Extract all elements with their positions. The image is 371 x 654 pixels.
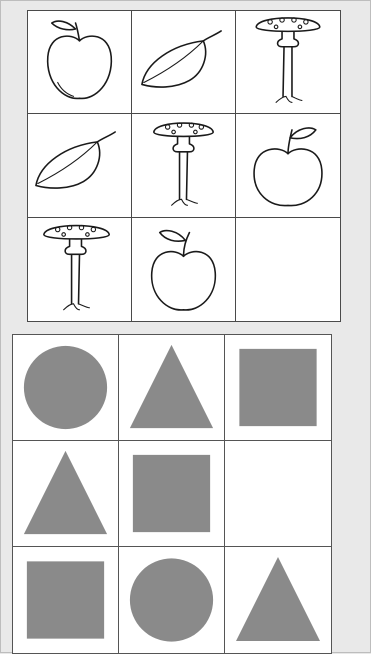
circle-icon — [13, 335, 118, 440]
square-icon — [13, 547, 118, 653]
apple-icon — [132, 218, 235, 321]
square-icon — [119, 441, 224, 546]
shape-pattern-grid — [12, 334, 332, 654]
grid-cell-mushroom — [132, 114, 236, 217]
grid-cell-empty — [225, 441, 331, 547]
grid-cell-leaf — [28, 114, 132, 217]
grid-cell-apple — [236, 114, 340, 217]
grid-cell-mushroom — [28, 218, 132, 321]
apple-icon — [236, 114, 340, 216]
grid-cell-circle — [13, 335, 119, 441]
grid-cell-triangle — [13, 441, 119, 547]
grid-cell-square — [225, 335, 331, 441]
grid-cell-apple — [132, 218, 236, 321]
leaf-icon — [28, 114, 131, 216]
grid-cell-empty — [236, 218, 340, 321]
grid-cell-square — [119, 441, 225, 547]
square-icon — [225, 335, 331, 440]
mushroom-icon — [132, 114, 235, 216]
grid-cell-leaf — [132, 11, 236, 114]
mushroom-icon — [28, 218, 131, 321]
leaf-icon — [132, 11, 235, 113]
picture-pattern-grid — [27, 10, 341, 322]
grid-cell-triangle — [225, 547, 331, 653]
circle-icon — [119, 547, 224, 653]
apple-icon — [28, 11, 131, 113]
grid-cell-circle — [119, 547, 225, 653]
grid-cell-square — [13, 547, 119, 653]
grid-cell-triangle — [119, 335, 225, 441]
triangle-icon — [225, 547, 331, 653]
triangle-icon — [13, 441, 118, 546]
grid-cell-apple — [28, 11, 132, 114]
triangle-icon — [119, 335, 224, 440]
grid-cell-mushroom — [236, 11, 340, 114]
mushroom-icon — [236, 11, 340, 113]
